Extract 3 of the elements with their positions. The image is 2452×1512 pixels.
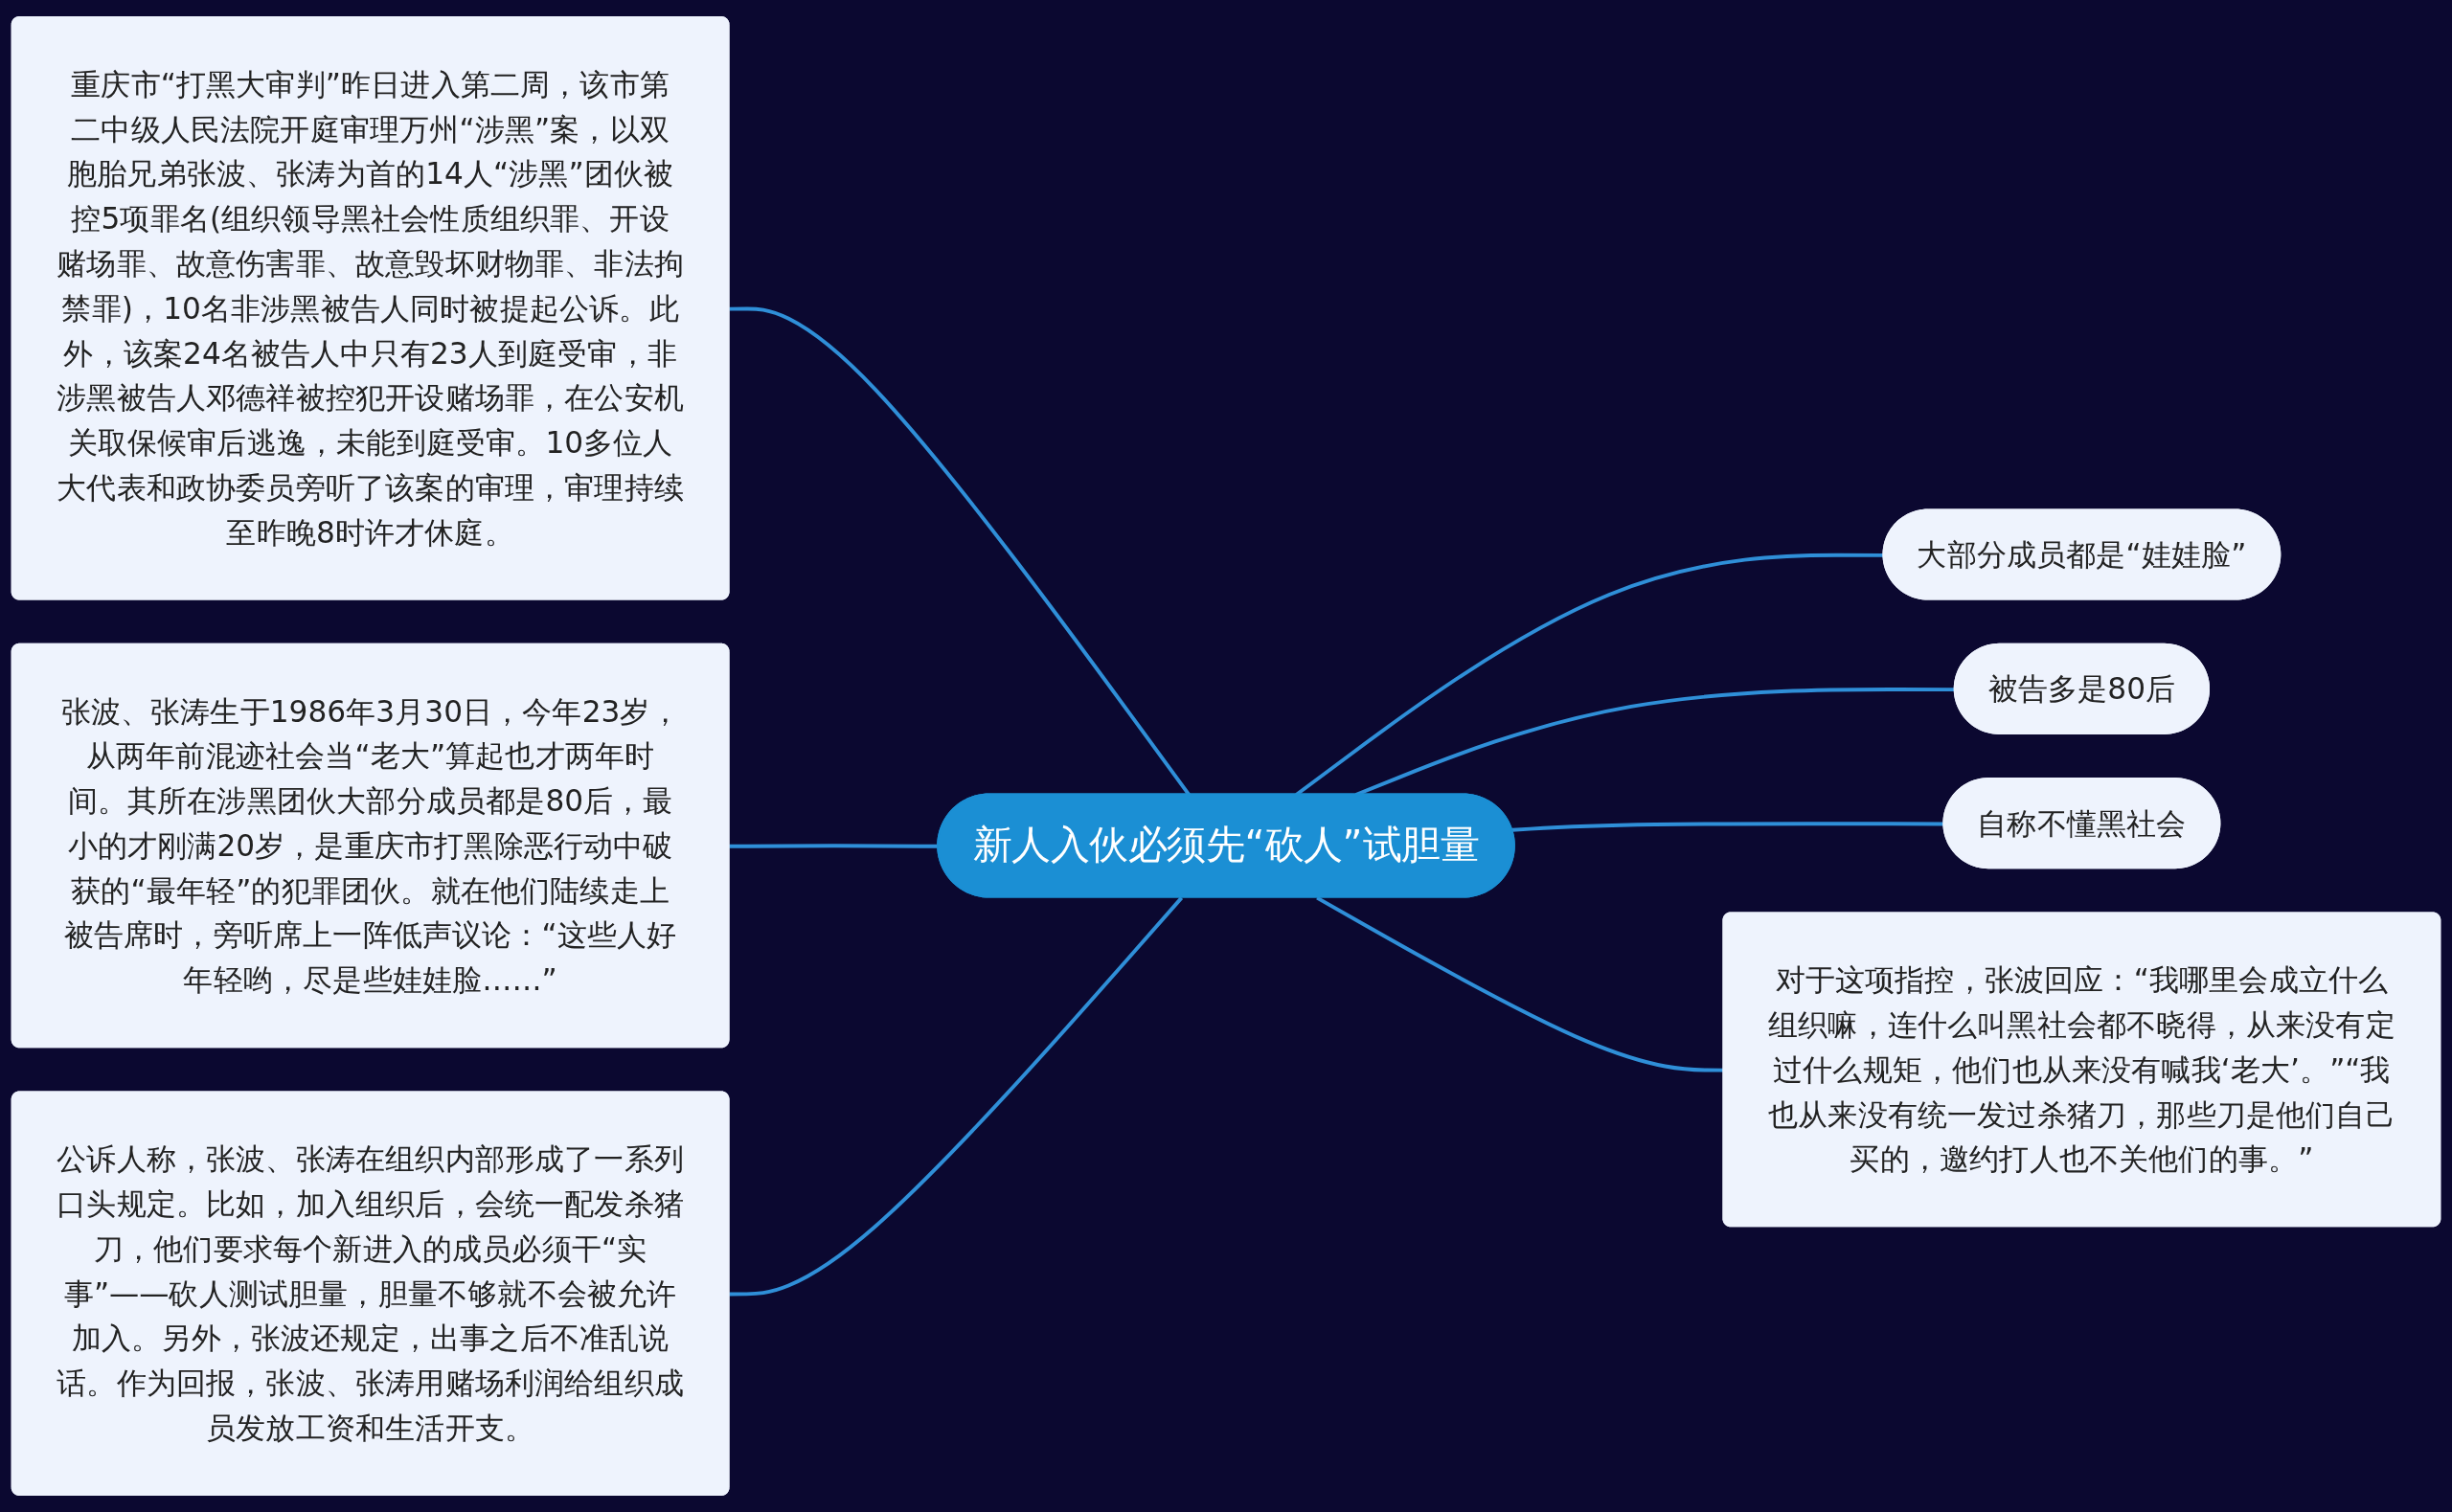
connector: [1511, 822, 1944, 832]
connector: [729, 844, 939, 848]
connector: [729, 896, 1184, 1297]
